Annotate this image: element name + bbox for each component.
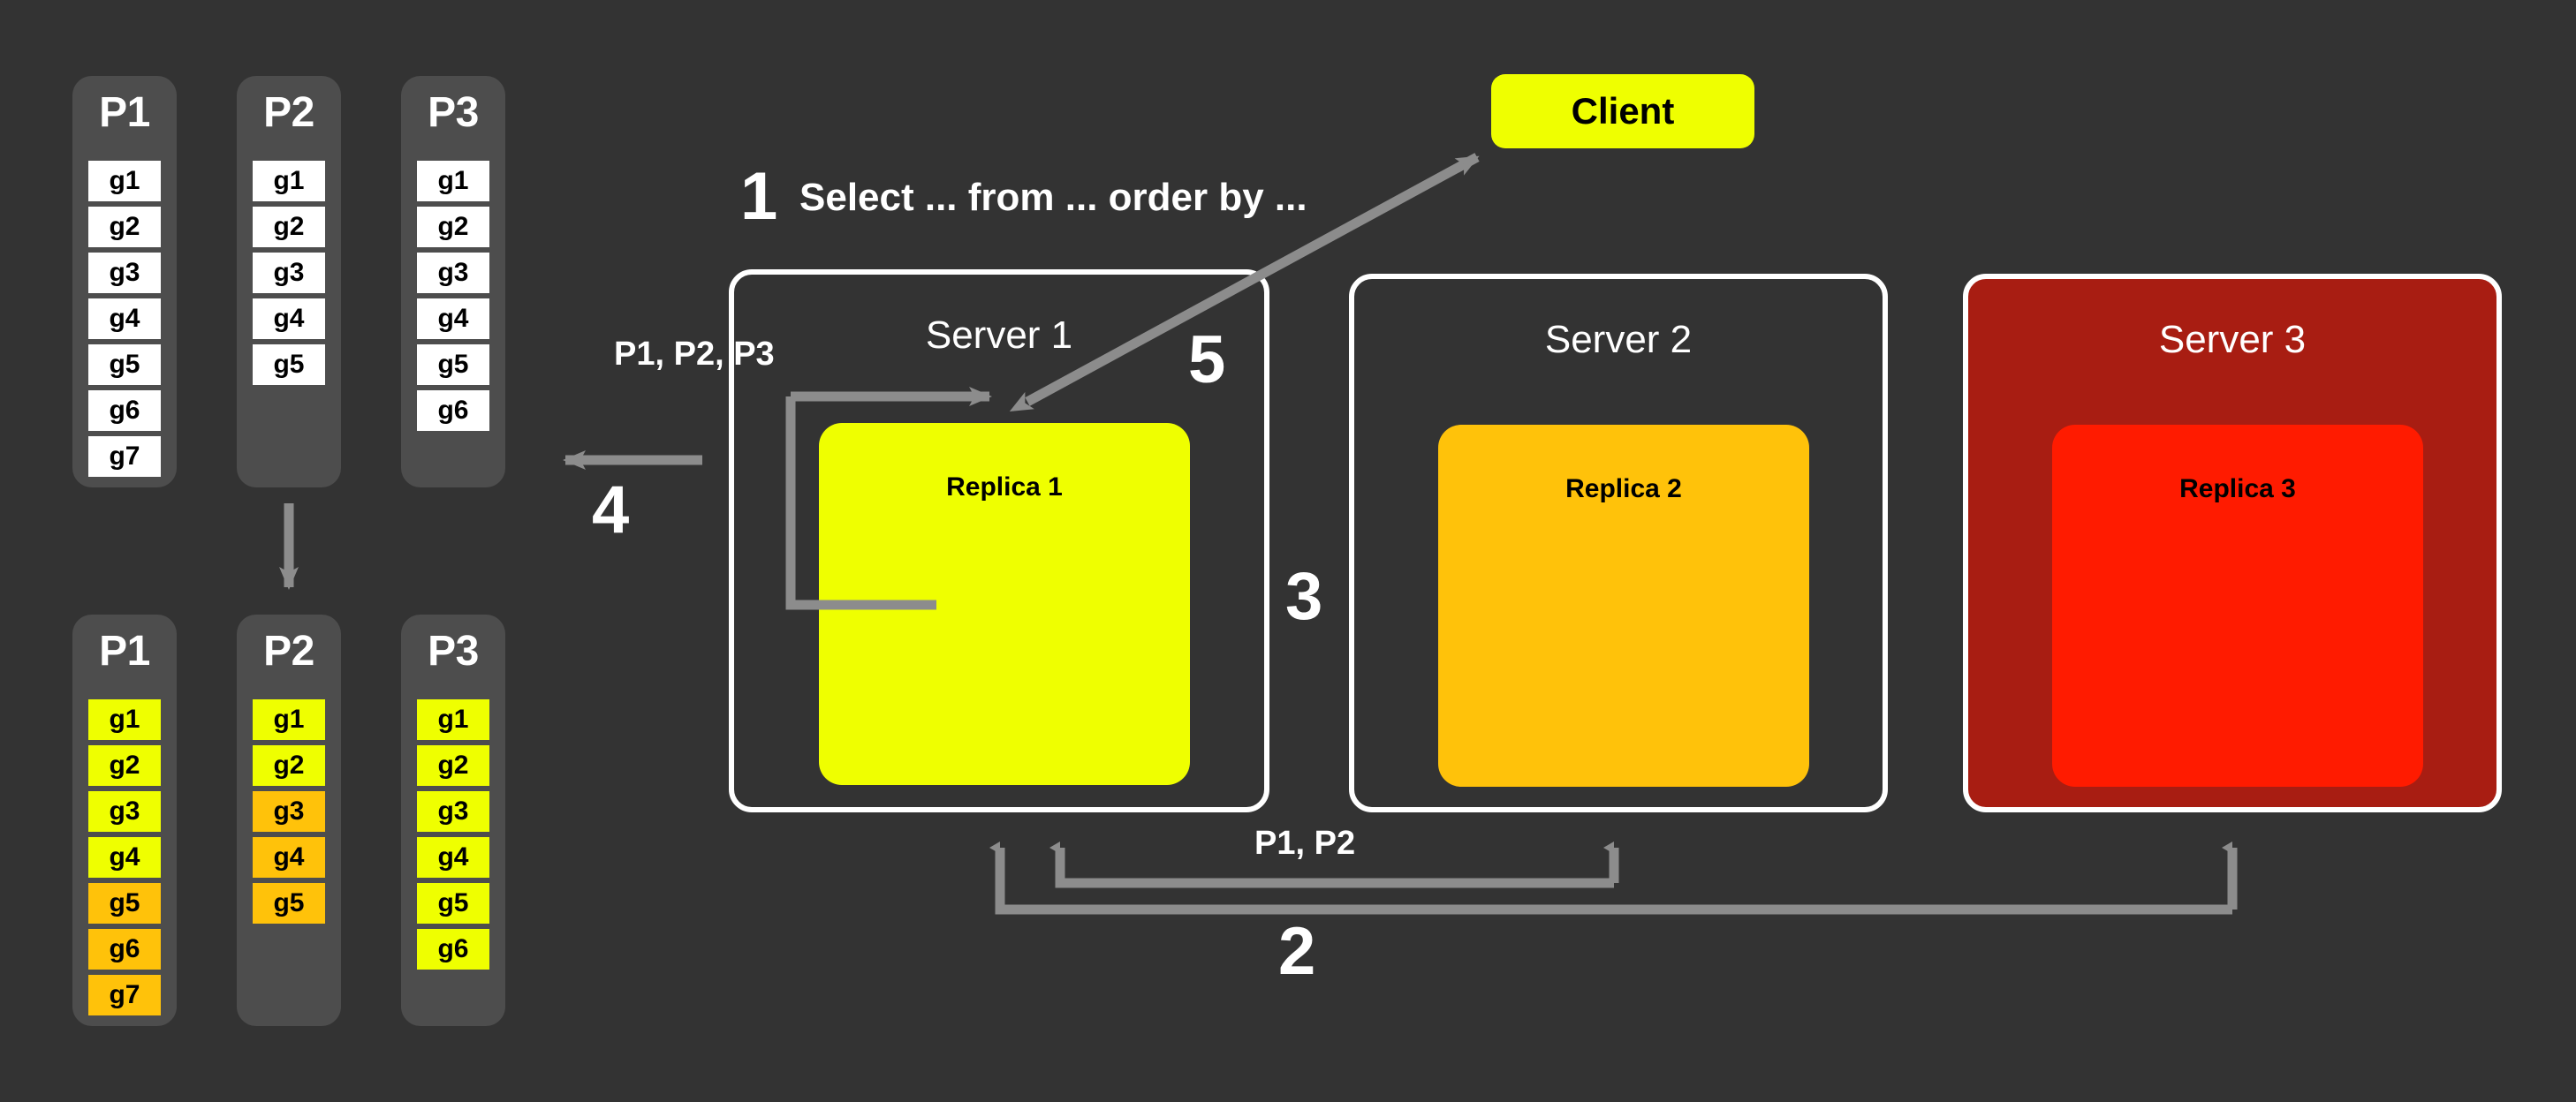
partition-title: P2: [263, 89, 314, 136]
partition-cell: g2: [253, 207, 325, 247]
partition-cell: g1: [253, 699, 325, 740]
replica-label: Replica 1: [946, 472, 1063, 502]
step-number-2: 2: [1278, 914, 1316, 989]
partition-bottom-p2: P2 g1 g2 g3 g4 g5: [237, 615, 341, 1026]
partition-title: P1: [99, 89, 150, 136]
partition-cell-list: g1 g2 g3 g4 g5: [253, 161, 325, 385]
partition-cell-list: g1 g2 g3 g4 g5: [253, 699, 325, 924]
partition-cell: g1: [417, 699, 489, 740]
step-number-3: 3: [1285, 559, 1323, 634]
partition-cell: g4: [88, 298, 161, 339]
server-title: Server 2: [1544, 318, 1693, 361]
partition-title: P1: [99, 628, 150, 675]
replica-label: Replica 2: [1565, 474, 1682, 503]
partition-cell-list: g1 g2 g3 g4 g5 g6: [417, 161, 489, 431]
step-number-5: 5: [1188, 322, 1226, 397]
partition-cell-list: g1 g2 g3 g4 g5 g6 g7: [88, 699, 161, 1015]
server-2-box[interactable]: Server 2 Replica 2: [1349, 274, 1888, 812]
partition-cell: g2: [253, 745, 325, 786]
partition-cell: g6: [88, 390, 161, 431]
server-title: Server 1: [925, 313, 1073, 357]
replica-2-box[interactable]: Replica 2: [1438, 425, 1809, 787]
partition-cell: g2: [88, 745, 161, 786]
partition-cell: g5: [253, 883, 325, 924]
partition-top-p3: P3 g1 g2 g3 g4 g5 g6: [401, 76, 505, 487]
partition-cell: g6: [417, 929, 489, 970]
partition-top-p2: P2 g1 g2 g3 g4 g5: [237, 76, 341, 487]
arrow-step-2-server3-to-server1: [989, 842, 2238, 915]
partition-cell-list: g1 g2 g3 g4 g5 g6 g7: [88, 161, 161, 477]
partition-cell: g5: [88, 344, 161, 385]
partition-cell: g5: [253, 344, 325, 385]
partition-title: P2: [263, 628, 314, 675]
partition-cell: g2: [417, 207, 489, 247]
step-number-4: 4: [592, 472, 630, 547]
partition-cell: g3: [253, 791, 325, 832]
partition-cell: g2: [417, 745, 489, 786]
partition-cell: g4: [417, 298, 489, 339]
partition-cell: g4: [253, 298, 325, 339]
partition-cell: g6: [417, 390, 489, 431]
client-box[interactable]: Client: [1491, 74, 1754, 148]
partition-cell: g3: [253, 253, 325, 293]
partitions-all-label: P1, P2, P3: [614, 336, 775, 373]
partition-cell: g1: [88, 161, 161, 201]
partition-cell: g5: [88, 883, 161, 924]
replica-label: Replica 3: [2179, 474, 2296, 503]
partition-cell: g7: [88, 975, 161, 1015]
query-label: Select ... from ... order by ...: [799, 176, 1307, 219]
replica-3-box[interactable]: Replica 3: [2052, 425, 2423, 787]
partition-title: P3: [428, 89, 479, 136]
partition-cell: g3: [88, 253, 161, 293]
partition-cell: g1: [417, 161, 489, 201]
partition-cell: g1: [253, 161, 325, 201]
partition-cell: g1: [88, 699, 161, 740]
partition-cell: g3: [88, 791, 161, 832]
step-number-1: 1: [740, 159, 778, 234]
partition-cell: g4: [253, 837, 325, 878]
partition-bottom-p3: P3 g1 g2 g3 g4 g5 g6: [401, 615, 505, 1026]
server-title: Server 3: [2158, 318, 2307, 361]
partition-cell: g5: [417, 883, 489, 924]
partition-cell: g3: [417, 791, 489, 832]
partition-cell-list: g1 g2 g3 g4 g5 g6: [417, 699, 489, 970]
partition-cell: g6: [88, 929, 161, 970]
partition-cell: g4: [417, 837, 489, 878]
replica-1-box[interactable]: Replica 1: [819, 423, 1190, 785]
partition-title: P3: [428, 628, 479, 675]
partition-cell: g2: [88, 207, 161, 247]
partition-cell: g3: [417, 253, 489, 293]
partition-top-p1: P1 g1 g2 g3 g4 g5 g6 g7: [72, 76, 177, 487]
partition-bottom-p1: P1 g1 g2 g3 g4 g5 g6 g7: [72, 615, 177, 1026]
client-label: Client: [1571, 90, 1675, 132]
partitions-p1p2-label: P1, P2: [1254, 825, 1356, 862]
server-3-box[interactable]: Server 3 Replica 3: [1963, 274, 2502, 812]
partition-cell: g5: [417, 344, 489, 385]
partition-cell: g4: [88, 837, 161, 878]
partition-cell: g7: [88, 436, 161, 477]
